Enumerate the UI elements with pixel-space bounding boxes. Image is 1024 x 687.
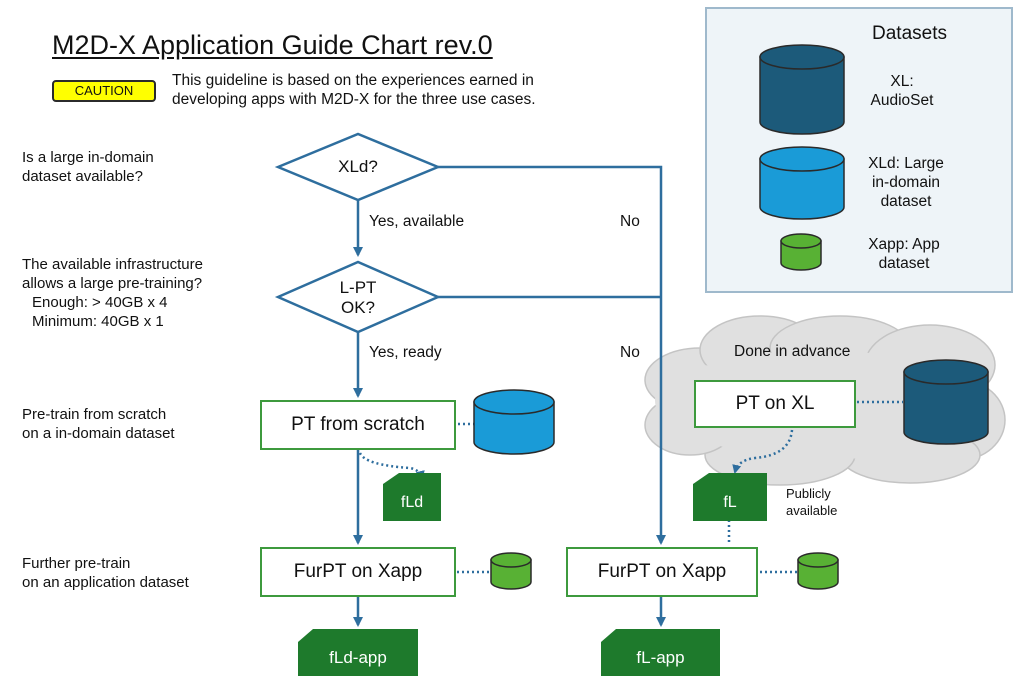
legend-xld-label: XLd: Large in-domain dataset <box>858 154 954 211</box>
question-line: Minimum: 40GB x 1 <box>32 313 164 330</box>
decision-lpt-line2: OK? <box>340 298 376 317</box>
decision-lpt <box>274 260 442 334</box>
decision-lpt-line1: L-PT <box>339 278 377 297</box>
edge-label-no-2: No <box>620 344 640 361</box>
output-fl-app-label: fL-app <box>636 648 685 667</box>
edge-xld-no <box>438 165 666 545</box>
legend-xapp-line: dataset <box>878 255 930 272</box>
output-fld-label: fLd <box>400 494 424 511</box>
output-fl-shape <box>693 473 767 521</box>
legend-xld-line: XLd: Large <box>868 155 944 172</box>
legend-title: Datasets <box>872 23 947 44</box>
legend-xl-label: XL: AudioSet <box>862 72 942 110</box>
legend-xl-line: AudioSet <box>870 92 934 109</box>
output-fld-app-label: fLd-app <box>329 648 387 667</box>
caution-note-line1: This guideline is based on the experienc… <box>172 72 534 89</box>
legend-xld-line: in-domain <box>871 174 941 191</box>
caution-note-line2: developing apps with M2D-X for the three… <box>172 91 536 108</box>
question-line: The available infrastructure <box>22 256 203 273</box>
public-availability-note: Publicly available <box>786 485 837 519</box>
cloud-label: Done in advance <box>734 343 851 360</box>
question-pretrain: Pre-train from scratch on a in-domain da… <box>22 405 175 443</box>
legend-xapp-label: Xapp: App dataset <box>856 235 952 273</box>
question-line: on a in-domain dataset <box>22 425 175 442</box>
legend-cylinder-xl <box>759 44 845 135</box>
question-line: on an application dataset <box>22 574 189 591</box>
legend-cylinder-xapp <box>780 233 822 271</box>
edge-label-no-1: No <box>620 213 640 230</box>
question-line: Enough: > 40GB x 4 <box>32 294 168 311</box>
output-fl-label: fL <box>723 494 737 511</box>
page-title: M2D-X Application Guide Chart rev.0 <box>52 30 493 60</box>
legend-xld-line: dataset <box>880 193 932 210</box>
public-line1: Publicly <box>786 486 831 501</box>
question-line: Pre-train from scratch <box>22 406 167 423</box>
caution-note: This guideline is based on the experienc… <box>172 71 536 109</box>
edge-label-yes-available: Yes, available <box>369 213 465 230</box>
question-further-pretrain: Further pre-train on an application data… <box>22 554 189 592</box>
question-line: Is a large in-domain <box>22 149 154 166</box>
output-fld-shape <box>383 473 441 521</box>
cylinder-xapp-right <box>797 552 839 590</box>
legend-cylinder-xld <box>759 146 845 220</box>
cylinder-xld-main <box>473 389 555 455</box>
decision-lpt-label: L-PT OK? <box>318 278 398 318</box>
step-pt-on-xl: PT on XL <box>694 380 856 428</box>
question-line: allows a large pre-training? <box>22 275 203 292</box>
legend-xl-line: XL: <box>890 73 914 90</box>
cylinder-xl-cloud <box>903 359 989 445</box>
output-fl-app-shape <box>601 629 720 676</box>
caution-badge: CAUTION <box>52 80 156 102</box>
question-line: Further pre-train <box>22 555 131 572</box>
cylinder-xapp-left <box>490 552 532 590</box>
legend-xapp-line: Xapp: App <box>868 236 940 253</box>
question-dataset: Is a large in-domain dataset available? <box>22 148 154 186</box>
edge-label-yes-ready: Yes, ready <box>369 344 442 361</box>
output-fld-app-shape <box>298 629 418 676</box>
public-line2: available <box>786 503 838 518</box>
datasets-legend <box>705 7 1013 293</box>
step-furpt-right: FurPT on Xapp <box>566 547 758 597</box>
decision-xld <box>274 132 442 202</box>
step-furpt-left: FurPT on Xapp <box>260 547 456 597</box>
dotted-ptxl-to-fl <box>732 429 794 474</box>
question-line: dataset available? <box>22 168 143 185</box>
question-infrastructure: The available infrastructure allows a la… <box>22 255 203 331</box>
step-pt-from-scratch: PT from scratch <box>260 400 456 450</box>
decision-xld-label: XLd? <box>338 157 378 176</box>
